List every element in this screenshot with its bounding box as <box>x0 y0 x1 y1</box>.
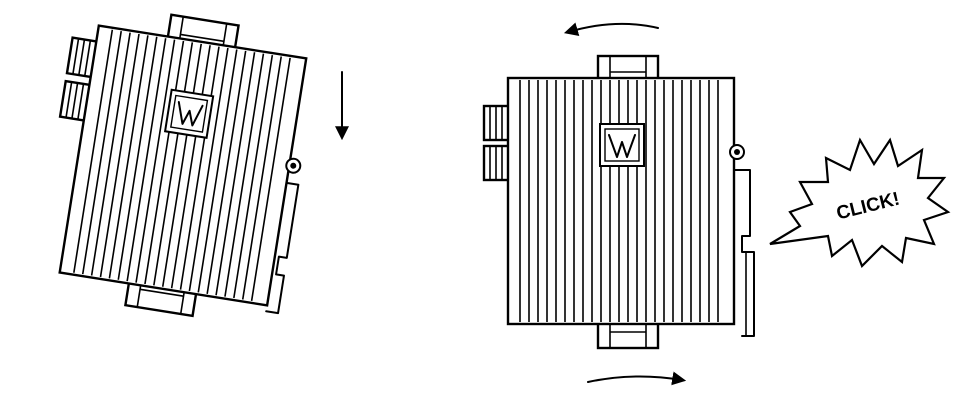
heatsink-rib <box>135 39 176 283</box>
heatsink-rib <box>126 38 167 282</box>
bottom-rail-clip <box>596 320 660 350</box>
arrow-left-icon <box>563 22 659 36</box>
heatsink-rib <box>90 32 131 276</box>
rail-latch <box>265 157 302 315</box>
heatsink-rib <box>250 57 291 302</box>
heatsink-rib <box>233 54 274 299</box>
heatsink-rib <box>179 46 220 290</box>
device-housing <box>58 24 308 307</box>
heatsink-rib <box>224 53 265 297</box>
heatsink-rib <box>197 49 238 293</box>
port-connectors <box>482 104 512 182</box>
upright-device <box>482 54 755 350</box>
heatsink-rib <box>117 36 158 280</box>
logo-badge <box>163 88 215 139</box>
port-connectors <box>58 36 100 123</box>
heatsink-rib <box>99 33 140 278</box>
heatsink-rib <box>108 35 149 279</box>
arrow-right-icon <box>587 371 687 386</box>
heatsink-rib <box>170 45 211 289</box>
device-housing <box>506 76 736 326</box>
heatsink-rib <box>153 42 194 286</box>
rail-latch <box>729 144 755 337</box>
heatsink-rib <box>206 50 247 294</box>
heatsink-rib <box>215 52 256 296</box>
heatsink-rib <box>241 56 283 300</box>
tilted-device <box>58 13 308 318</box>
heatsink-rib <box>81 31 123 275</box>
heatsink-ribs <box>73 29 291 302</box>
heatsink-rib <box>161 43 203 287</box>
click-burst-icon: CLICK! <box>769 137 951 268</box>
heatsink-rib <box>73 29 114 273</box>
heatsink-ribs <box>519 80 719 322</box>
heatsink-rib <box>144 40 185 285</box>
heatsink-rib <box>188 47 229 292</box>
logo-badge <box>599 123 645 167</box>
